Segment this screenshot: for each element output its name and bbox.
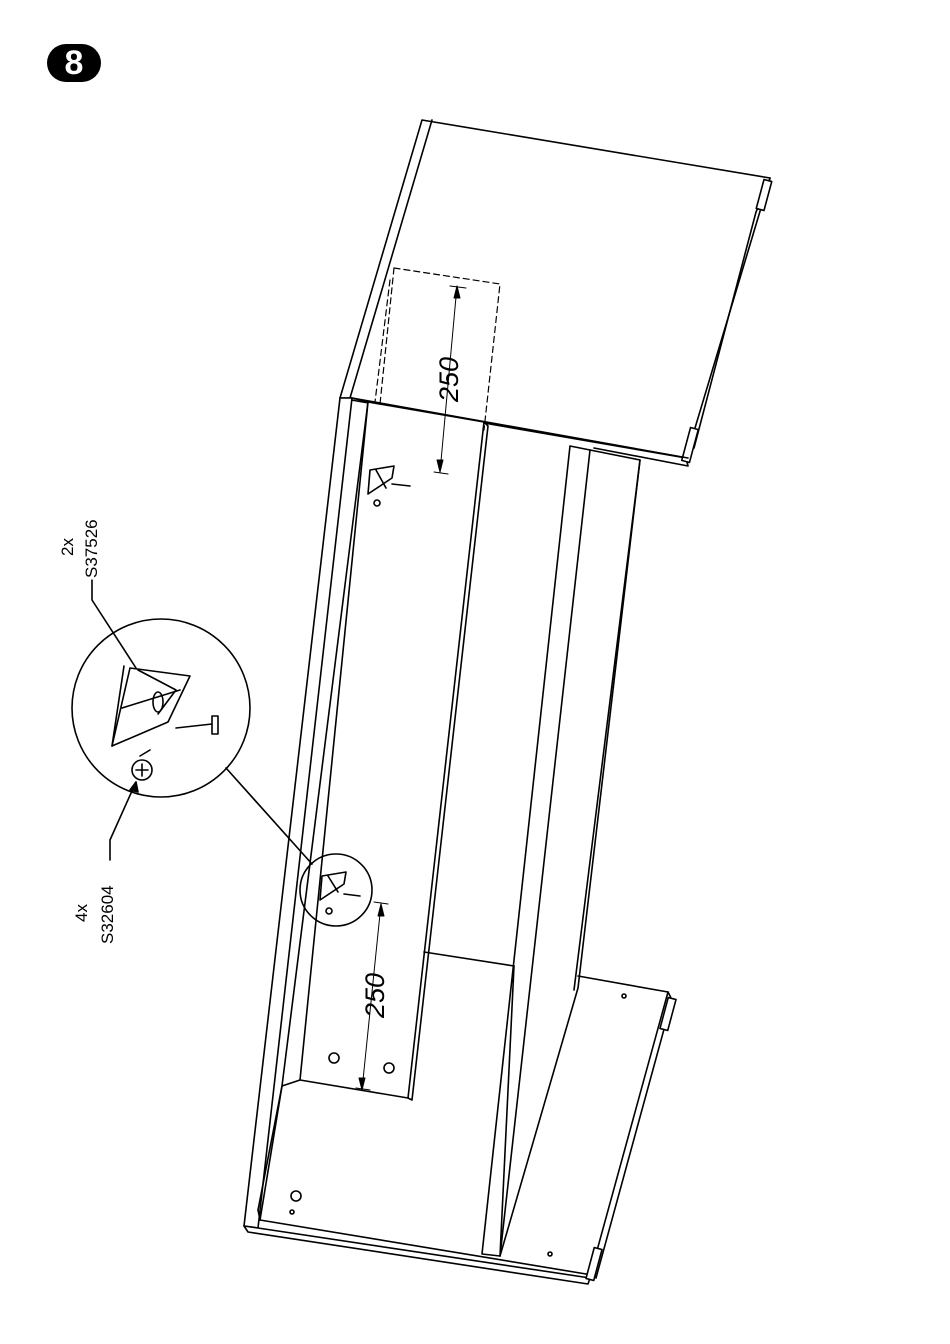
- part-code-screw: S32604: [98, 885, 118, 944]
- dimension-label-bottom: 250: [360, 973, 391, 1018]
- part-qty-screw: 4x: [72, 904, 92, 922]
- part-qty-bracket: 2x: [58, 538, 78, 556]
- dimension-label-top: 250: [434, 357, 465, 402]
- step-number-badge: 8: [47, 44, 101, 82]
- step-number: 8: [47, 44, 101, 82]
- part-code-bracket: S37526: [82, 519, 102, 578]
